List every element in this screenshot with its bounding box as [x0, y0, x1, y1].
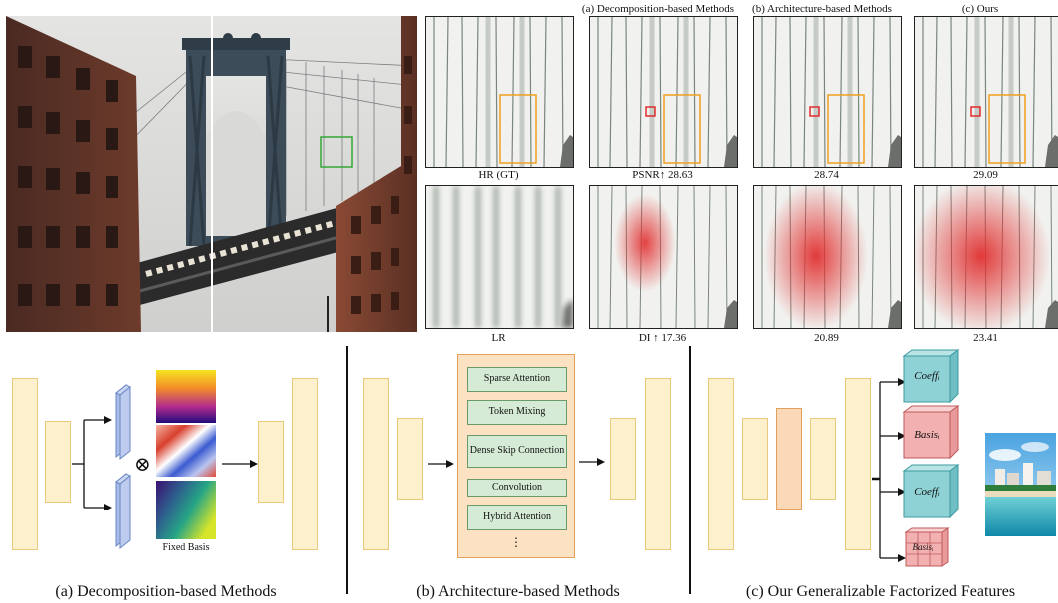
arrow-a-out [222, 460, 258, 468]
feature-slab-top [115, 383, 131, 461]
encoder-block-a1 [12, 378, 38, 550]
fixed-basis-label: Fixed Basis [162, 542, 210, 553]
basis-cube-1 [902, 405, 960, 460]
module-hybrid-attention: Hybrid Attention [467, 505, 567, 530]
tensor-product-operator: ⊗ [134, 454, 151, 476]
encoder-block-c1 [708, 378, 734, 550]
coeff-label-1: Coeffᵢ [914, 370, 940, 382]
coeff-label-2: Coeffᵢ [914, 486, 940, 498]
column-header-a: (a) Decomposition-based Methods [581, 3, 735, 15]
label-lr: LR [491, 332, 506, 344]
bridge-photo [6, 16, 417, 332]
patch-di-c [914, 185, 1058, 329]
latent-block-c [776, 408, 802, 510]
output-image [985, 433, 1056, 536]
divider-bc [689, 346, 691, 594]
patch-hr-gt [425, 16, 574, 168]
label-psnr-c: 29.09 [973, 169, 998, 181]
arrow-b-out [579, 458, 605, 466]
flow-arrows-a [72, 416, 112, 510]
patch-di-b [753, 185, 902, 329]
label-psnr-b: 28.74 [814, 169, 839, 181]
patch-method-a [589, 16, 738, 168]
module-sparse-attention: Sparse Attention [467, 367, 567, 392]
basis-label-1: Basisᵢ [914, 429, 940, 441]
decoder-block-a1 [258, 421, 284, 503]
module-convolution: Convolution [467, 479, 567, 497]
decoder-block-b1 [610, 418, 636, 500]
module-token-mixing: Token Mixing [467, 400, 567, 425]
decoder-block-b2 [645, 378, 671, 550]
basis-label-2: Basisᵢ [912, 542, 934, 552]
column-header-b: (b) Architecture-based Methods [752, 3, 892, 15]
patch-lr [425, 185, 574, 329]
encoder-block-b1 [363, 378, 389, 550]
caption-b: (b) Architecture-based Methods [416, 583, 620, 600]
decoder-block-c1 [810, 418, 836, 500]
caption-c: (c) Our Generalizable Factorized Feature… [745, 583, 1016, 600]
arrow-b-in [428, 460, 454, 468]
fixed-basis-1 [156, 370, 216, 423]
module-dense-skip-connection: Dense Skip Connection [467, 435, 567, 468]
patch-method-c [914, 16, 1058, 168]
patch-method-b [753, 16, 902, 168]
basis-cube-2 [904, 527, 950, 567]
label-hr-gt: HR (GT) [478, 169, 519, 181]
module-ellipsis: ⋮ [510, 535, 522, 549]
encoder-block-c2 [742, 418, 768, 500]
decoder-block-a2 [292, 378, 318, 550]
encoder-block-a2 [45, 421, 71, 503]
feature-slab-bottom [115, 472, 131, 550]
divider-ab [346, 346, 348, 594]
coeff-cube-2 [902, 464, 960, 519]
module-stack: Sparse Attention Token Mixing Dense Skip… [457, 354, 575, 558]
fixed-basis-2 [156, 425, 216, 477]
label-psnr-a: PSNR↑ 28.63 [632, 169, 693, 181]
branch-arrows-c [872, 378, 906, 562]
label-di-c: 23.41 [973, 332, 998, 344]
encoder-block-b2 [397, 418, 423, 500]
label-di-b: 20.89 [814, 332, 839, 344]
fixed-basis-3 [156, 481, 216, 539]
coeff-cube-1 [902, 349, 960, 404]
caption-a: (a) Decomposition-based Methods [55, 583, 277, 600]
label-di-a: DI ↑ 17.36 [638, 332, 687, 344]
patch-di-a [589, 185, 738, 329]
column-header-c: (c) Ours [961, 3, 999, 15]
decoder-block-c2 [845, 378, 871, 550]
